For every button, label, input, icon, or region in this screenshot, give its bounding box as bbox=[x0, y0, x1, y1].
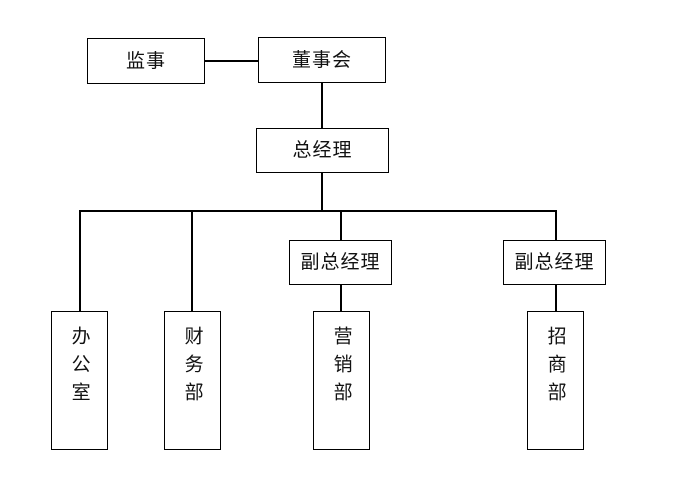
connector-general-manager-to-bus bbox=[321, 172, 323, 212]
node-office[interactable]: 办公室 bbox=[51, 311, 108, 450]
node-supervisor[interactable]: 监事 bbox=[87, 38, 205, 84]
node-finance-department[interactable]: 财务部 bbox=[164, 311, 221, 450]
connector-bus-to-deputy-right bbox=[555, 210, 557, 241]
connector-bus-to-deputy-left bbox=[340, 210, 342, 241]
node-deputy-general-manager-left[interactable]: 副总经理 bbox=[289, 240, 392, 285]
node-deputy-general-manager-left-label: 副总经理 bbox=[300, 251, 381, 274]
node-deputy-general-manager-right[interactable]: 副总经理 bbox=[503, 240, 606, 285]
node-general-manager[interactable]: 总经理 bbox=[256, 128, 389, 173]
node-office-label: 办公室 bbox=[68, 326, 91, 410]
node-supervisor-label: 监事 bbox=[125, 49, 166, 72]
connector-deputy-left-to-marketing bbox=[340, 285, 342, 312]
connector-bus-to-office bbox=[79, 210, 81, 312]
connector-deputy-right-to-investment bbox=[555, 285, 557, 312]
connector-board-to-general-manager bbox=[321, 83, 323, 128]
node-marketing-department[interactable]: 营销部 bbox=[313, 311, 370, 450]
connector-horizontal-bus bbox=[79, 210, 557, 212]
node-deputy-general-manager-right-label: 副总经理 bbox=[514, 251, 595, 274]
node-investment-department-label: 招商部 bbox=[544, 326, 567, 410]
node-board-of-directors[interactable]: 董事会 bbox=[258, 37, 386, 83]
node-board-of-directors-label: 董事会 bbox=[291, 48, 352, 71]
node-general-manager-label: 总经理 bbox=[292, 139, 353, 162]
connector-supervisor-to-board bbox=[205, 60, 258, 62]
node-finance-department-label: 财务部 bbox=[181, 326, 204, 410]
node-investment-department[interactable]: 招商部 bbox=[527, 311, 584, 450]
node-marketing-department-label: 营销部 bbox=[330, 326, 353, 410]
connector-bus-to-finance bbox=[191, 210, 193, 312]
